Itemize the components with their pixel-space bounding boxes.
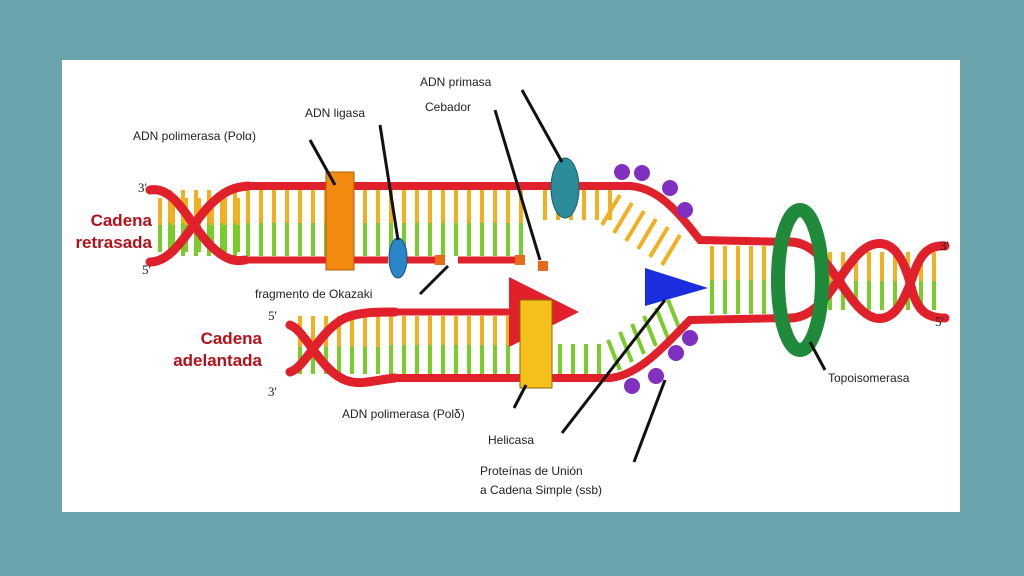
unpaired-base bbox=[612, 201, 634, 235]
primase-label: ADN primasa bbox=[420, 75, 492, 89]
unpaired-base bbox=[642, 315, 658, 347]
pol-delta-pointer bbox=[512, 384, 528, 409]
unpaired-base bbox=[666, 299, 682, 331]
parental-helix-strand-b bbox=[785, 239, 950, 323]
leading-label-line2: adelantada bbox=[173, 351, 262, 370]
pol-alpha-label: ADN polimerasa (Polα) bbox=[133, 129, 256, 143]
lagging-template-backbone bbox=[248, 182, 791, 246]
unpaired-base bbox=[606, 339, 622, 371]
helicase-label: Helicasa bbox=[488, 433, 534, 447]
leading-helix-back bbox=[285, 320, 400, 388]
lagging-strand bbox=[145, 181, 791, 271]
ligase-shape bbox=[388, 237, 408, 279]
end-label-right-5: 5' bbox=[935, 314, 944, 329]
pol-delta-label: ADN polimerasa (Polδ) bbox=[342, 407, 465, 421]
ssb-protein bbox=[682, 330, 698, 346]
topoisomerase-pointer bbox=[808, 341, 827, 371]
ssb-protein bbox=[648, 368, 664, 384]
primase-shape bbox=[550, 157, 580, 219]
end-label-lag-5: 5' bbox=[142, 262, 151, 277]
end-labels: 3' 5' 5' 3' 3' 5' bbox=[138, 180, 949, 399]
topoisomerase-label: Topoisomerasa bbox=[828, 371, 910, 385]
primer-label: Cebador bbox=[425, 100, 471, 114]
unpaired-base bbox=[648, 225, 670, 259]
ssb-protein bbox=[614, 164, 630, 180]
primase-pointer bbox=[520, 89, 564, 163]
unpaired-base bbox=[654, 307, 670, 339]
end-label-lead-3: 3' bbox=[268, 384, 277, 399]
unpaired-base bbox=[660, 233, 682, 267]
pol-alpha-pointer bbox=[308, 139, 337, 186]
unpaired-base bbox=[630, 323, 646, 355]
primer-block-2 bbox=[515, 255, 525, 265]
lagging-label-line1: Cadena bbox=[91, 211, 153, 230]
unpaired-base bbox=[624, 209, 646, 243]
parental-helix bbox=[785, 237, 950, 323]
ligase-pointer bbox=[378, 124, 400, 241]
end-label-lead-5: 5' bbox=[268, 308, 277, 323]
ssb-protein bbox=[668, 345, 684, 361]
pol-delta-block bbox=[519, 299, 553, 389]
end-label-right-3: 3' bbox=[940, 238, 949, 253]
parental-helix-strand-a bbox=[785, 237, 950, 323]
ssb-protein bbox=[662, 180, 678, 196]
ssb-protein bbox=[634, 165, 650, 181]
lagging-helix-back bbox=[145, 185, 250, 266]
lagging-label-line2: retrasada bbox=[75, 233, 152, 252]
leading-template-backbone bbox=[395, 314, 791, 382]
helicase-pointer bbox=[560, 299, 667, 434]
ssb-protein bbox=[677, 202, 693, 218]
unpaired-base bbox=[600, 193, 622, 227]
pointer-lines bbox=[308, 89, 827, 463]
strand-labels: Cadena retrasada Cadena adelantada bbox=[75, 211, 262, 370]
leading-helix-front bbox=[285, 307, 400, 377]
ssb-protein bbox=[624, 378, 640, 394]
leading-strand bbox=[285, 277, 791, 388]
ssb-label-line1: Proteínas de Unión bbox=[480, 464, 583, 478]
okazaki-pointer bbox=[418, 264, 450, 296]
primer-block-1 bbox=[435, 255, 445, 265]
ssb-label-line2: a Cadena Simple (ssb) bbox=[480, 483, 602, 497]
pol-alpha-block bbox=[325, 171, 355, 271]
ligase-label: ADN ligasa bbox=[305, 106, 365, 120]
unpaired-base bbox=[636, 217, 658, 251]
topoisomerase-ring bbox=[771, 203, 829, 357]
primer-block-3 bbox=[538, 261, 548, 271]
lagging-helix-front bbox=[145, 181, 253, 267]
end-label-lag-3: 3' bbox=[138, 180, 147, 195]
leading-label-line1: Cadena bbox=[201, 329, 263, 348]
annotation-labels: ADN primasa Cebador ADN ligasa ADN polim… bbox=[133, 75, 910, 497]
ssb-proteins bbox=[614, 164, 698, 394]
primer-pointer bbox=[493, 109, 542, 261]
helicase-wedge bbox=[645, 268, 708, 306]
okazaki-label: fragmento de Okazaki bbox=[255, 287, 372, 301]
ssb-pointer bbox=[632, 379, 667, 463]
unpaired-base bbox=[618, 331, 634, 363]
